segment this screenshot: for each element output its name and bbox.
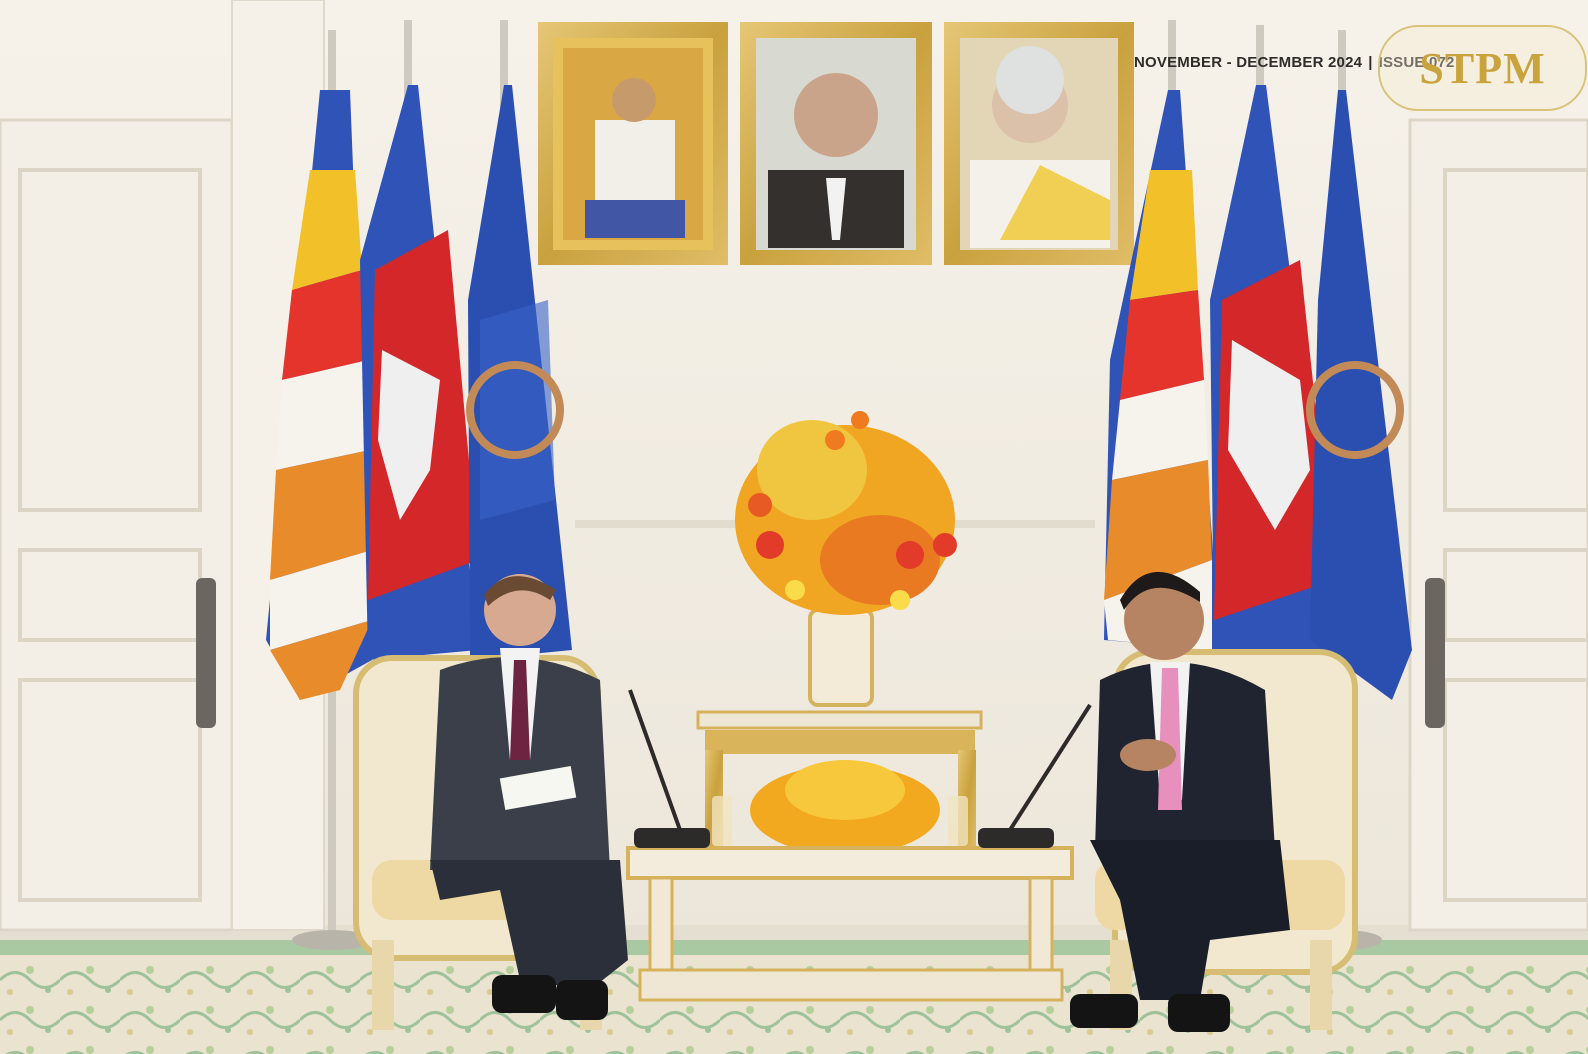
left-man <box>430 574 628 1020</box>
issue-date: NOVEMBER - DECEMBER 2024 <box>1134 54 1363 71</box>
console-table <box>696 710 983 855</box>
header-separator: | <box>1368 54 1373 71</box>
right-flags <box>1104 85 1412 700</box>
right-man <box>1070 571 1290 1032</box>
left-flags <box>266 85 572 700</box>
flower-arrangement <box>735 411 957 707</box>
coffee-table <box>626 689 1092 1002</box>
left-door <box>0 118 234 932</box>
right-door <box>1408 118 1588 932</box>
portrait-frames <box>538 22 1134 265</box>
stpm-logo: STPM <box>1378 25 1587 111</box>
logo-text: STPM <box>1419 43 1546 93</box>
